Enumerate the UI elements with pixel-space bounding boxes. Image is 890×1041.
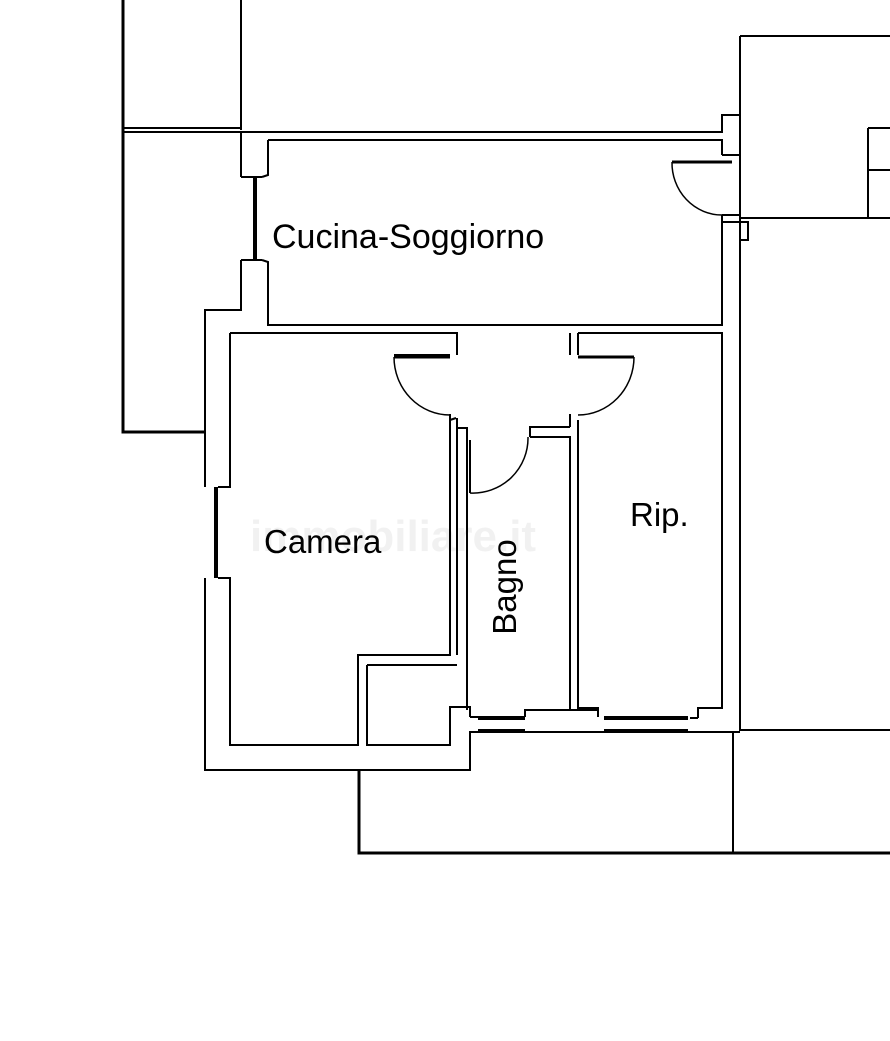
bagno-door <box>469 436 529 494</box>
watermark-logo: immobiliare.it <box>250 512 537 561</box>
camera-door <box>393 355 451 416</box>
bagno-window <box>478 716 525 731</box>
camera-room <box>218 332 458 746</box>
room-label-bagno: Bagno <box>486 539 523 635</box>
exterior-walls <box>204 114 890 771</box>
kitchen-window <box>241 176 262 261</box>
kitchen-entry-door <box>671 160 732 216</box>
room-label-camera: Camera <box>264 523 382 560</box>
room-label-cucina-soggiorno: Cucina-Soggiorno <box>272 218 545 256</box>
ripostiglio-door <box>577 355 635 416</box>
cucina-soggiorno-room <box>261 139 749 326</box>
bagno-room <box>366 418 571 746</box>
ripostiglio-room <box>569 332 723 719</box>
surrounding-structures <box>121 0 890 855</box>
ripostiglio-window <box>604 716 688 731</box>
room-label-ripostiglio: Rip. <box>630 496 689 533</box>
